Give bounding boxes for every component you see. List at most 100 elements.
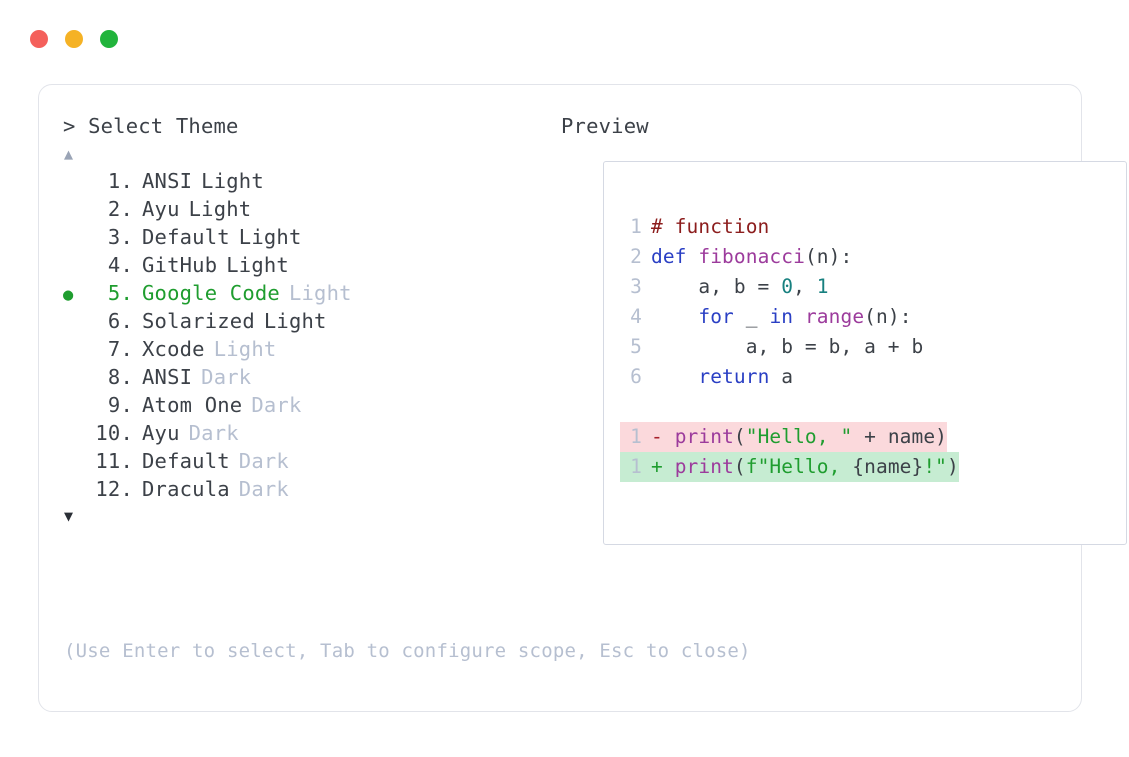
diff-marker-space [663, 455, 675, 478]
code-line-text: a, b = 0, 1 [642, 272, 829, 302]
theme-index: 12. [95, 477, 133, 501]
line-number: 2 [630, 245, 642, 268]
scroll-down-arrow[interactable]: ▼ [64, 507, 74, 525]
line-number: 6 [630, 365, 642, 388]
code-line: 5 a, b = b, a + b [620, 332, 1126, 362]
line-number: 1 [630, 425, 642, 448]
code-token: _ [733, 305, 770, 328]
theme-list-item[interactable]: 6. Solarized Light [63, 307, 543, 335]
theme-name: ANSI [142, 169, 193, 193]
selected-bullet-icon: ● [63, 285, 74, 305]
code-line-text: def fibonacci(n): [642, 242, 852, 272]
theme-variant: Light [238, 225, 302, 249]
code-line-text: # function [642, 212, 769, 242]
code-line-text: return a [642, 362, 793, 392]
line-number: 5 [630, 335, 642, 358]
theme-variant: Light [288, 281, 352, 305]
diff-line-text: - print("Hello, " + name) [642, 422, 947, 452]
theme-variant: Light [201, 169, 264, 193]
line-number: 4 [630, 305, 642, 328]
theme-index: 1. [107, 169, 133, 193]
theme-index: 10. [95, 421, 133, 445]
maximize-dot[interactable] [100, 30, 118, 48]
code-token: # function [651, 215, 770, 238]
diff-line-text: + print(f"Hello, {name}!") [642, 452, 959, 482]
code-token: + name) [852, 425, 948, 448]
code-token: print [674, 455, 734, 478]
code-token: {name} [852, 455, 924, 478]
line-number: 1 [630, 215, 642, 238]
theme-name: ANSI [142, 365, 193, 389]
code-spacer [620, 392, 1126, 422]
theme-variant: Dark [238, 477, 289, 501]
theme-name: Default [142, 449, 230, 473]
code-token: ( [733, 455, 746, 478]
diff-marker: + [651, 455, 663, 478]
close-dot[interactable] [30, 30, 48, 48]
theme-name: Xcode [142, 337, 205, 361]
diff-line-add: 1+ print(f"Hello, {name}!") [620, 452, 959, 482]
theme-list-item[interactable]: 1. ANSI Light [63, 167, 543, 195]
theme-name: Solarized [142, 309, 255, 333]
code-token: !" [923, 455, 948, 478]
code-token: f"Hello, [745, 455, 853, 478]
code-token [651, 365, 698, 388]
keyboard-hint: (Use Enter to select, Tab to configure s… [64, 640, 751, 662]
scroll-up-arrow[interactable]: ▲ [64, 145, 74, 163]
theme-name: Ayu [142, 197, 180, 221]
code-token: 1 [816, 275, 829, 298]
theme-variant: Light [188, 197, 252, 221]
code-token: fibonacci [698, 245, 805, 268]
preview-header: Preview [561, 114, 649, 138]
theme-list-item[interactable]: 12. Dracula Dark [63, 475, 543, 503]
code-token: (n): [804, 245, 853, 268]
theme-name: Atom One [142, 393, 243, 417]
code-token: a, b = b, a + b [651, 335, 924, 358]
code-token: (n): [864, 305, 912, 328]
theme-index: 6. [107, 309, 133, 333]
theme-variant: Dark [201, 365, 252, 389]
code-token: in [769, 305, 794, 328]
code-token: return [698, 365, 770, 388]
code-line-text: for _ in range(n): [642, 302, 912, 332]
code-token: for [698, 305, 734, 328]
code-line: 1 # function [620, 212, 1126, 242]
diff-marker: - [651, 425, 663, 448]
line-number: 1 [630, 455, 642, 478]
theme-name: Ayu [142, 421, 180, 445]
minimize-dot[interactable] [65, 30, 83, 48]
theme-index: 9. [107, 393, 133, 417]
theme-variant: Light [263, 309, 327, 333]
window-controls [30, 30, 118, 48]
select-theme-header: > Select Theme [63, 114, 239, 138]
code-token: 0 [781, 275, 794, 298]
code-token: "Hello, " [745, 425, 853, 448]
code-token: , [793, 275, 817, 298]
diff-marker-space [663, 425, 675, 448]
code-token: def [651, 245, 699, 268]
code-token: ) [947, 455, 959, 478]
theme-variant: Light [226, 253, 289, 277]
code-token: ( [733, 425, 746, 448]
code-line: 4 for _ in range(n): [620, 302, 1126, 332]
theme-name: Dracula [142, 477, 230, 501]
theme-name: GitHub [142, 253, 218, 277]
